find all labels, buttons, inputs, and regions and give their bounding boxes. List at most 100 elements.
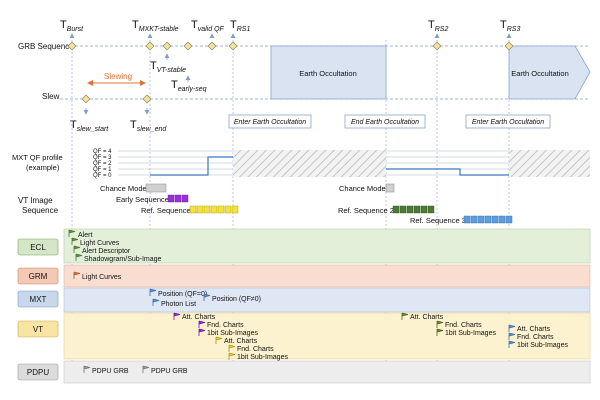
grm-item-light-curves: Light Curves: [82, 274, 122, 281]
end-occultation-box: [344, 114, 426, 129]
flag-icon: [68, 229, 76, 237]
vt-ref2-fnd-charts: Fnd. Charts: [445, 322, 482, 329]
mxt-label-box: [17, 290, 59, 308]
qf-level-4: QF = 4: [93, 149, 112, 155]
t-rs3-label: TRS3: [500, 19, 520, 33]
vt-early-sub-images: 1bit Sub-Images: [207, 330, 258, 337]
vt-band: [63, 312, 591, 360]
vt-ref2-att-charts: Att. Charts: [410, 314, 444, 321]
t-rs1-label: TRS1: [230, 19, 250, 33]
pdpu-item-2: PDPU GRB: [151, 368, 188, 375]
vt-ref1-att-charts: Att. Charts: [224, 338, 258, 345]
vt-ref1-fnd-charts: Fnd. Charts: [237, 346, 274, 353]
row-slew: Slew: [42, 92, 60, 101]
qf-level-3: QF = 3: [93, 155, 112, 161]
ecl-item-shadowgram: Shadowgram/Sub-Image: [84, 256, 162, 263]
vt-items-ref3: Att. Charts Fnd. Charts 1bit Sub-Images: [508, 324, 568, 349]
timing-labels: TBurst TMXKT-stable Tvalid QF TRS1 TRS2 …: [60, 19, 520, 133]
vt-ref1-sub-images: 1bit Sub-Images: [237, 354, 288, 361]
vt-items-ref1: Att. Charts Fnd. Charts 1bit Sub-Images: [215, 336, 288, 361]
earth-occultation-label-1: Earth Occultation: [299, 69, 357, 78]
flag-icon: [436, 328, 444, 336]
mxt-item-position-qfn0: Position (QF≠0): [212, 296, 261, 303]
grm-label: GRM: [29, 272, 48, 281]
ref-sequence-3-blocks: [463, 215, 513, 224]
qf-occultation-hatch-1: [233, 150, 386, 177]
pdpu-label: PDPU: [27, 368, 49, 377]
t-valid-label: Tvalid QF: [191, 19, 225, 33]
flag-icon: [401, 312, 409, 320]
pdpu-label-box: [17, 363, 59, 381]
flag-icon: [508, 340, 516, 348]
mxt-item-position-qf0: Position (QF=0): [158, 291, 207, 298]
ecl-label: ECL: [30, 243, 46, 252]
ref-sequence-1-blocks: [189, 205, 239, 214]
ref-sequence-1-label: Ref. Sequence 1: [141, 206, 197, 215]
t-burst-label: TBurst: [60, 19, 84, 33]
vt-ref3-sub-images: 1bit Sub-Images: [517, 342, 568, 349]
vt-ref3-att-charts: Att. Charts: [517, 326, 551, 333]
vt-items-ref2: Att. Charts Fnd. Charts 1bit Sub-Images: [401, 312, 496, 337]
flag-icon: [83, 365, 91, 373]
qf-level-0: QF = 0: [93, 173, 112, 179]
t-rs2-label: TRS2: [428, 19, 448, 33]
flag-icon: [142, 365, 150, 373]
vt-ref2-sub-images: 1bit Sub-Images: [445, 330, 496, 337]
earth-occultation-block-1: [270, 45, 387, 100]
grm-band: [63, 264, 591, 288]
flag-icon: [228, 352, 236, 360]
timing-arrows: [69, 33, 512, 115]
chance-mode-label-1: Chance Mode: [100, 184, 147, 193]
flag-icon: [71, 237, 79, 245]
flag-icon: [508, 332, 516, 340]
t-vt-label: TVT-stable: [150, 60, 186, 74]
vt-label-box: [17, 320, 59, 338]
early-sequence-blocks: [167, 194, 189, 203]
flag-icon: [152, 298, 160, 306]
ecl-label-box: [17, 238, 59, 256]
flag-icon: [73, 245, 81, 253]
flag-icon: [436, 320, 444, 328]
chance-mode-block-1: [145, 183, 167, 193]
grb-sequence-markers: [67, 41, 514, 104]
ecl-items: Alert Light Curves Alert Descriptor Shad…: [68, 229, 162, 263]
flag-icon: [173, 312, 181, 320]
ecl-item-alert: Alert: [78, 232, 92, 239]
flag-icon: [149, 288, 157, 296]
pdpu-item-1: PDPU GRB: [92, 368, 129, 375]
enter-occultation-label-1: Enter Earth Occultation: [234, 119, 306, 126]
qf-occultation-hatch-2: [509, 150, 590, 177]
qf-profile-line-2: [386, 168, 509, 176]
flag-icon: [198, 320, 206, 328]
ref-sequence-3-label: Ref. Sequence 3: [410, 216, 466, 225]
earth-occultation-label-2: Earth Occultation: [511, 69, 569, 78]
qf-level-1: QF = 1: [93, 167, 112, 173]
earth-occultation-block-2: [508, 45, 591, 100]
vt-sequence-title: VT Image: [18, 196, 53, 205]
t-early-label: Tearly-seq: [171, 79, 207, 93]
t-mxkt-label: TMXKT-stable: [132, 19, 179, 33]
ecl-band: [63, 228, 591, 264]
ecl-item-light-curves: Light Curves: [80, 240, 120, 247]
vt-early-att-charts: Att. Charts: [182, 314, 216, 321]
flag-icon: [215, 336, 223, 344]
grm-items: Light Curves: [73, 271, 122, 281]
t-slew-start-label: Tslew_start: [70, 119, 109, 133]
row-grb-sequence: GRB Sequence: [18, 42, 74, 51]
chance-mode-label-2: Chance Mode: [339, 184, 386, 193]
flag-icon: [228, 344, 236, 352]
mxt-label: MXT: [30, 295, 47, 304]
slewing-label: Slewing: [104, 72, 132, 81]
flag-icon: [73, 271, 81, 279]
enter-occultation-box-1: [228, 114, 312, 129]
vt-ref3-fnd-charts: Fnd. Charts: [517, 334, 554, 341]
ref-sequence-2-blocks: [392, 205, 435, 214]
t-slew-end-label: Tslew_end: [130, 119, 167, 133]
pdpu-items: PDPU GRB PDPU GRB: [83, 365, 188, 375]
flag-icon: [508, 324, 516, 332]
chance-mode-block-2: [385, 183, 395, 193]
vt-early-fnd-charts: Fnd. Charts: [207, 322, 244, 329]
ref-sequence-2-label: Ref. Sequence 2: [338, 206, 394, 215]
vt-label: VT: [33, 325, 43, 334]
